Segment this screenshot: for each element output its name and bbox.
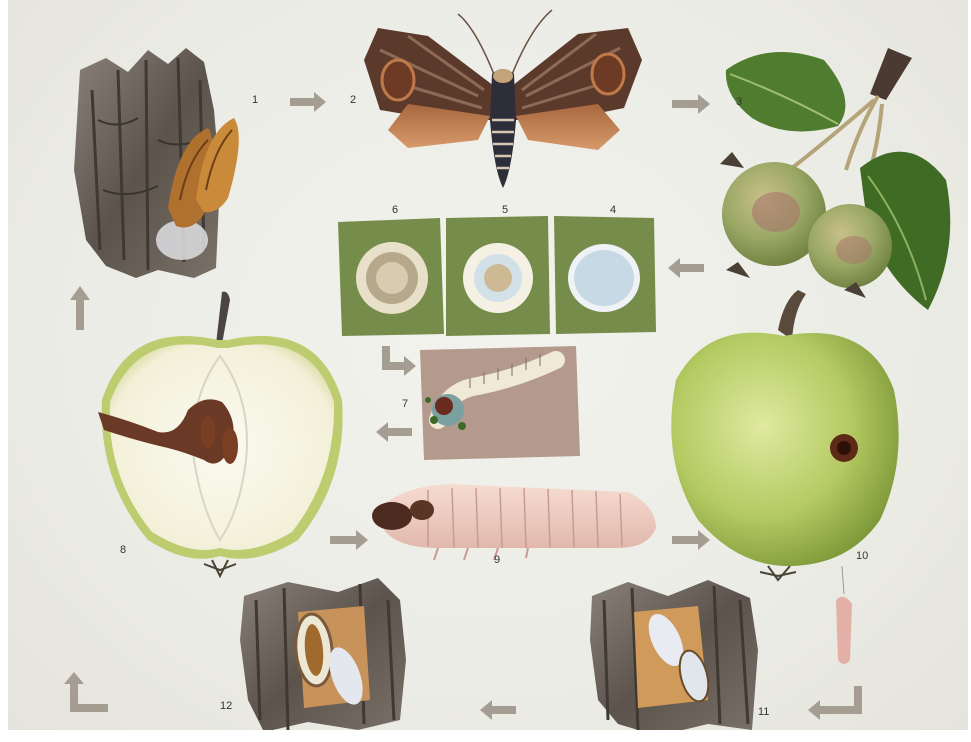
arrow-icon (330, 530, 368, 550)
arrow-icon (376, 422, 412, 442)
stage-label-9: 9 (494, 554, 500, 566)
corner-arrow-icon (382, 346, 416, 376)
mature-larva-illustration (372, 484, 656, 560)
arrow-icon (668, 258, 704, 278)
arrow-icon (672, 530, 710, 550)
arrow-icon (290, 92, 326, 112)
bark-with-pupa-illustration (74, 48, 239, 278)
arrow-icon (672, 94, 710, 114)
life-cycle-illustration (8, 0, 968, 742)
young-larva-illustration (420, 346, 580, 460)
corner-arrow-icon (64, 672, 108, 712)
stage-label-11: 11 (758, 706, 769, 718)
arrow-icon (70, 286, 90, 330)
stage-label-5: 5 (502, 204, 508, 216)
stage-label-8: 8 (120, 544, 126, 556)
moth-illustration (364, 10, 642, 188)
life-cycle-plate: 1 2 3 4 5 6 7 8 9 10 11 12 (8, 0, 968, 742)
stage-label-1: 1 (252, 94, 258, 106)
egg-stage-6-illustration (338, 218, 444, 336)
stage-label-3: 3 (736, 96, 742, 108)
stage-label-10: 10 (856, 550, 868, 562)
egg-stage-5-illustration (446, 216, 550, 336)
arrow-icon (480, 700, 516, 720)
stage-label-7: 7 (402, 398, 408, 410)
bark-with-cocoon-right-illustration (590, 580, 758, 736)
apples-on-branch-illustration (720, 48, 950, 310)
stage-label-6: 6 (392, 204, 398, 216)
halved-apple-illustration (98, 292, 343, 576)
egg-stage-4-illustration (554, 216, 656, 334)
corner-arrow-icon (808, 686, 862, 720)
stage-label-12: 12 (220, 700, 232, 712)
stage-label-4: 4 (610, 204, 616, 216)
bark-with-cocoon-left-illustration (240, 578, 406, 732)
bottom-margin (0, 730, 971, 742)
stage-label-2: 2 (350, 94, 356, 106)
